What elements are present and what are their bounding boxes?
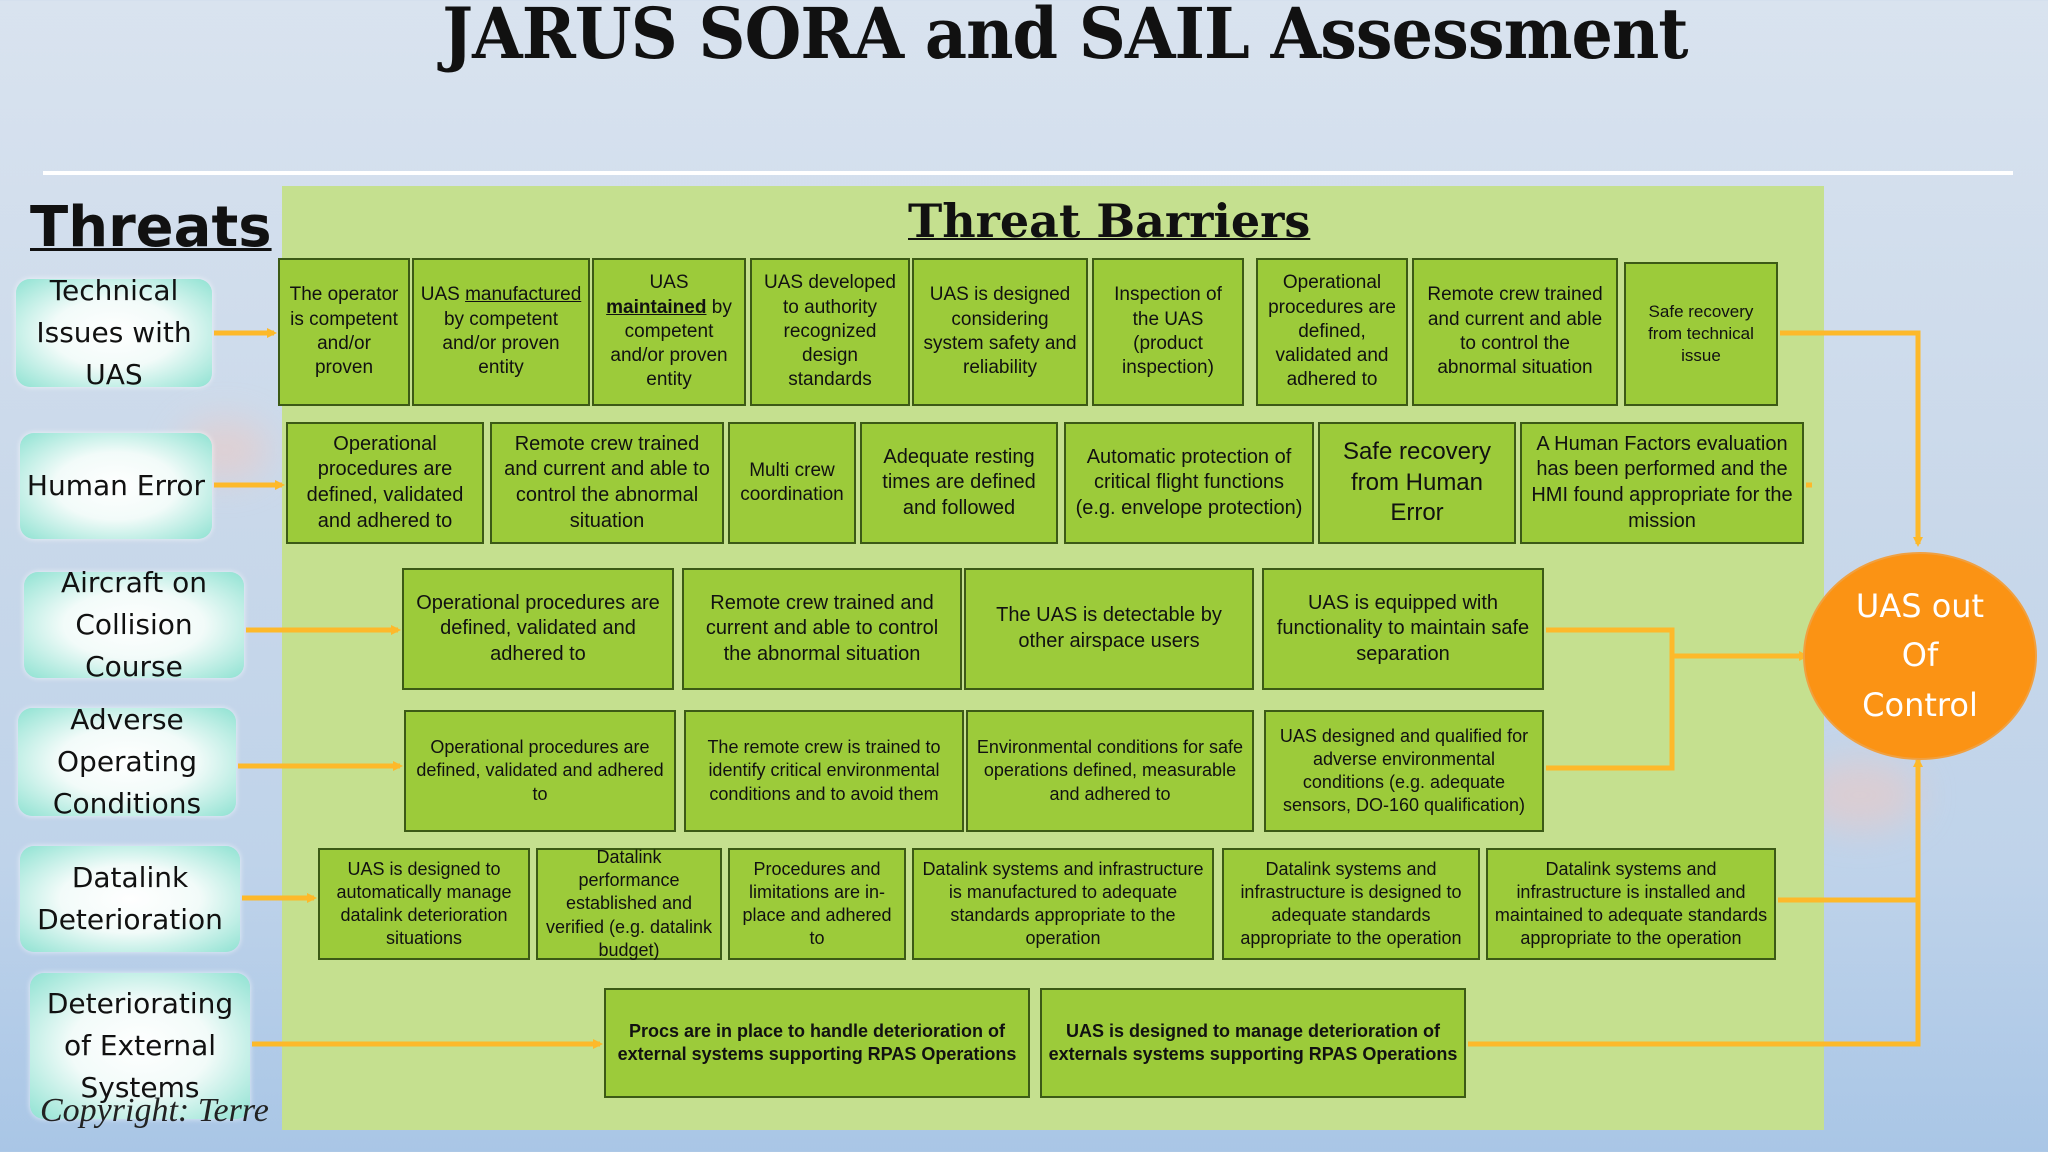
barrier-human-2: Remote crew trained and current and able…: [490, 422, 724, 544]
barrier-datalink-6: Datalink systems and infrastructure is i…: [1486, 848, 1776, 960]
title-divider: [43, 171, 2013, 175]
barrier-adverse-4: UAS designed and qualified for adverse e…: [1264, 710, 1544, 832]
barrier-technical-2: UAS manufactured by competent and/or pro…: [412, 258, 590, 406]
threat-adverse-conditions: Adverse Operating Conditions: [18, 703, 236, 820]
arrow-technical-out: [1780, 330, 1923, 547]
barrier-collision-2: Remote crew trained and current and able…: [682, 568, 962, 690]
barrier-adverse-1: Operational procedures are defined, vali…: [404, 710, 676, 832]
barrier-collision-1: Operational procedures are defined, vali…: [402, 568, 674, 690]
barrier-technical-6: Inspection of the UAS (product inspectio…: [1092, 258, 1244, 406]
page-title: JARUS SORA and SAIL Assessment: [442, 0, 1688, 75]
barrier-datalink-2: Datalink performance established and ver…: [536, 847, 722, 960]
barrier-technical-3: UAS maintained by competent and/or prove…: [592, 258, 746, 406]
outcome-uas-out-of-control: UAS out Of Control: [1803, 552, 2037, 760]
barrier-datalink-3: Procedures and limitations are in-place …: [728, 848, 906, 960]
barrier-datalink-5: Datalink systems and infrastructure is d…: [1222, 848, 1480, 960]
barrier-technical-9: Safe recovery from technical issue: [1624, 262, 1778, 406]
barrier-human-4: Adequate resting times are defined and f…: [860, 422, 1058, 544]
threats-heading: Threats: [30, 195, 272, 260]
barrier-collision-3: The UAS is detectable by other airspace …: [964, 568, 1254, 690]
barrier-human-1: Operational procedures are defined, vali…: [286, 422, 484, 544]
barrier-human-7: A Human Factors evaluation has been perf…: [1520, 422, 1804, 544]
barrier-external-2: UAS is designed to manage deterioration …: [1040, 988, 1466, 1098]
barrier-human-3: Multi crew coordination: [728, 422, 856, 544]
barrier-external-1: Procs are in place to handle deteriorati…: [604, 988, 1030, 1098]
arrow-collision-out: [1546, 627, 1809, 661]
threat-human-error: Human Error: [20, 433, 212, 539]
barrier-datalink-1: UAS is designed to automatically manage …: [318, 848, 530, 960]
copyright-text: Copyright: Terre: [40, 1092, 269, 1129]
barrier-human-6: Safe recovery from Human Error: [1318, 422, 1516, 544]
barrier-technical-5: UAS is designed considering system safet…: [912, 258, 1088, 406]
barrier-technical-1: The operator is competent and/or proven: [278, 258, 410, 406]
barrier-technical-8: Remote crew trained and current and able…: [1412, 258, 1618, 406]
threat-external-systems: Deteriorating of External Systems: [30, 973, 250, 1119]
threat-technical-issues: Technical Issues with UAS: [16, 274, 212, 391]
barrier-human-5: Automatic protection of critical flight …: [1064, 422, 1314, 544]
barrier-technical-4: UAS developed to authority recognized de…: [750, 258, 910, 406]
barrier-collision-4: UAS is equipped with functionality to ma…: [1262, 568, 1544, 690]
threat-datalink-deterioration: Datalink Deterioration: [20, 846, 240, 952]
barrier-adverse-2: The remote crew is trained to identify c…: [684, 710, 964, 832]
barrier-datalink-4: Datalink systems and infrastructure is m…: [912, 848, 1214, 960]
barrier-technical-7: Operational procedures are defined, vali…: [1256, 258, 1408, 406]
arrow-adverse-out: [1546, 656, 1675, 771]
barrier-adverse-3: Environmental conditions for safe operat…: [966, 710, 1254, 832]
barriers-heading: Threat Barriers: [908, 194, 1311, 248]
arrow-external-out: [1468, 757, 1923, 1047]
threat-aircraft-collision: Aircraft on Collision Course: [24, 566, 244, 683]
